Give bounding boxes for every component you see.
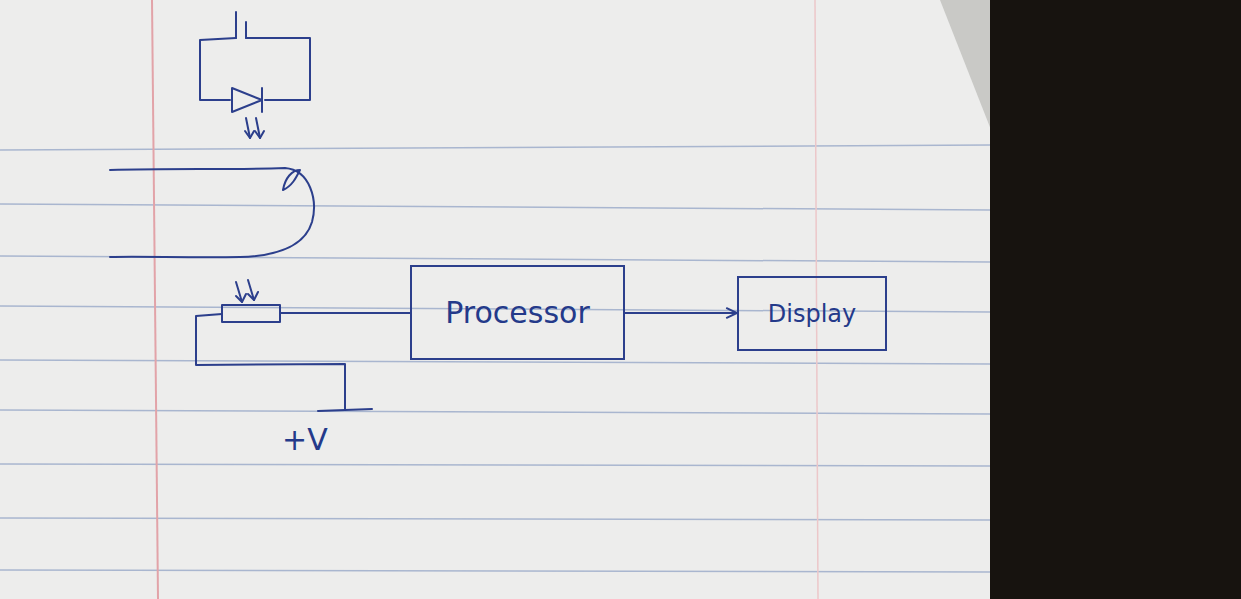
supply-label: +V [282, 422, 328, 457]
paper-fold [940, 0, 995, 140]
signal-arrow [625, 312, 737, 314]
photoresistor-circuit [196, 280, 410, 411]
node-text: Display [768, 300, 856, 328]
arrow-head [726, 308, 737, 318]
battery-led-circuit [200, 12, 310, 138]
processor-box: Processor [410, 265, 625, 360]
node-text: Processor [445, 295, 590, 330]
ruled-lines [0, 145, 990, 572]
display-box: Display [737, 276, 887, 351]
dark-background [990, 0, 1241, 599]
margin-line [152, 0, 158, 599]
finger-illustration [110, 168, 314, 257]
